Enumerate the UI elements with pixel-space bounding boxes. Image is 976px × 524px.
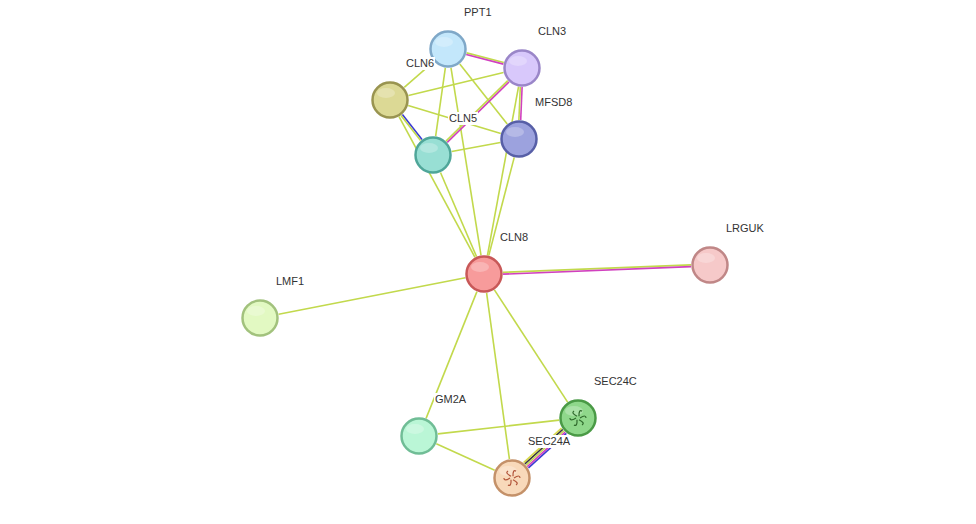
interaction-edge: [426, 292, 477, 419]
node-label: PPT1: [463, 6, 493, 19]
protein-node: CLN3: [502, 48, 542, 88]
interaction-edge: [279, 278, 466, 315]
interaction-edge: [452, 142, 501, 151]
node-label: CLN8: [499, 231, 529, 244]
interaction-edge: [436, 444, 494, 470]
node-label: GM2A: [434, 393, 467, 406]
interaction-edge: [503, 265, 691, 274]
protein-node: CLN5: [413, 135, 453, 175]
interaction-edge: [519, 87, 522, 120]
interaction-edge: [399, 117, 475, 258]
protein-node: SEC24A: [492, 458, 532, 498]
protein-node: CLN8: [464, 254, 504, 294]
interaction-edge: [487, 293, 510, 459]
node-label: MFSD8: [534, 96, 573, 109]
protein-node: LRGUK: [690, 245, 730, 285]
node-label: SEC24A: [527, 435, 571, 448]
interaction-edge: [408, 105, 501, 133]
node-label: SEC24C: [593, 375, 638, 388]
interaction-edge: [438, 420, 559, 434]
node-label: LMF1: [275, 275, 305, 288]
interaction-edge: [436, 68, 446, 136]
node-label: LRGUK: [725, 222, 765, 235]
node-circle: [690, 245, 730, 285]
node-circle: [464, 254, 504, 294]
node-circle: [499, 119, 539, 159]
node-circle: [240, 298, 280, 338]
interaction-edge: [494, 290, 567, 402]
node-label: CLN5: [448, 112, 478, 125]
node-circle: [399, 416, 439, 456]
protein-node: CLN6: [370, 80, 410, 120]
interaction-edge: [440, 172, 476, 256]
interaction-edge: [408, 72, 503, 95]
protein-node: MFSD8: [499, 119, 539, 159]
interaction-edge: [451, 68, 481, 255]
protein-node: LMF1: [240, 298, 280, 338]
node-circle: [502, 48, 542, 88]
node-circle: [370, 80, 410, 120]
node-circle: [492, 458, 532, 498]
protein-node: SEC24C: [558, 398, 598, 438]
node-label: CLN6: [405, 57, 435, 70]
node-circle: [413, 135, 453, 175]
protein-node: GM2A: [399, 416, 439, 456]
node-label: CLN3: [537, 25, 567, 38]
interaction-edge: [466, 53, 504, 64]
node-circle: [558, 398, 598, 438]
